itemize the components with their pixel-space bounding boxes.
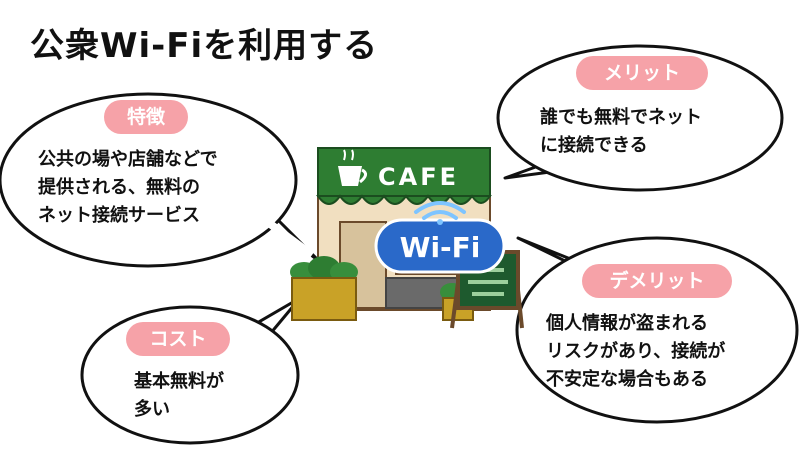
merit-pill: メリット xyxy=(576,56,708,90)
cafe-sign: CAFE xyxy=(378,163,459,191)
wifi-badge-label: Wi-Fi xyxy=(400,231,481,264)
feature-bubble xyxy=(0,92,322,268)
merit-bubble xyxy=(496,44,784,192)
demerit-line: 不安定な場合もある xyxy=(546,369,708,390)
feature-pill: 特徴 xyxy=(104,100,188,134)
demerit-text: 個人情報が盗まれる リスクがあり、接続が 不安定な場合もある xyxy=(546,310,725,394)
coffee-cup-icon xyxy=(338,149,367,186)
merit-line: に接続できる xyxy=(540,135,648,156)
demerit-pill: デメリット xyxy=(582,264,732,298)
cost-text: 基本無料が 多い xyxy=(134,368,224,424)
cost-pill: コスト xyxy=(126,322,230,356)
feature-line: ネット接続サービス xyxy=(38,205,200,226)
demerit-line: 個人情報が盗まれる xyxy=(546,313,708,334)
merit-text: 誰でも無料でネット に接続できる xyxy=(540,104,702,160)
wifi-badge: Wi-Fi xyxy=(374,201,506,274)
cafe-store-illustration: CAFE Wi-Fi xyxy=(290,147,524,329)
feature-line: 公共の場や店舗などで xyxy=(38,149,218,170)
demerit-line: リスクがあり、接続が xyxy=(546,341,726,362)
cost-line: 多い xyxy=(134,399,170,420)
feature-line: 提供される、無料の xyxy=(38,177,200,198)
wifi-icon xyxy=(414,201,466,220)
feature-text: 公共の場や店舗などで 提供される、無料の ネット接続サービス xyxy=(38,146,218,230)
cost-line: 基本無料が xyxy=(134,371,224,392)
merit-line: 誰でも無料でネット xyxy=(540,107,702,128)
page-title: 公衆Wi-Fiを利用する xyxy=(30,26,379,66)
